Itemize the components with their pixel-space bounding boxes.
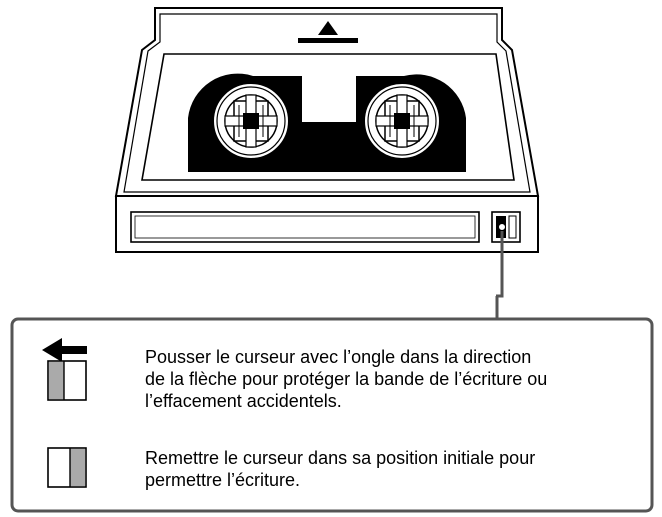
protect-line-2: de la flèche pour protéger la bande de l… (145, 369, 548, 389)
tape-window-gap (302, 76, 356, 122)
cassette-top-bevel (123, 13, 531, 193)
write-protect-tab-open-icon (47, 360, 87, 401)
protect-line-1: Pousser le curseur avec l’ongle dans la … (145, 347, 532, 367)
right-reel (363, 82, 441, 160)
write-protect-tab-closed-icon (47, 447, 87, 488)
protect-line-3: l’effacement accidentels. (145, 391, 342, 411)
protect-instruction: Pousser le curseur avec l’ongle dans la … (145, 346, 547, 412)
enable-line-2: permettre l’écriture. (145, 470, 301, 490)
front-label-slot-inner (134, 215, 476, 239)
front-label-slot (130, 211, 480, 243)
legend-box (10, 317, 654, 513)
enable-line-1: Remettre le curseur dans sa position ini… (145, 448, 536, 468)
arrow-left-icon (42, 338, 87, 362)
triangle-up-icon (298, 21, 358, 43)
cassette-write-protect-tab (491, 211, 521, 243)
left-reel (212, 82, 290, 160)
enable-instruction: Remettre le curseur dans sa position ini… (145, 447, 535, 491)
